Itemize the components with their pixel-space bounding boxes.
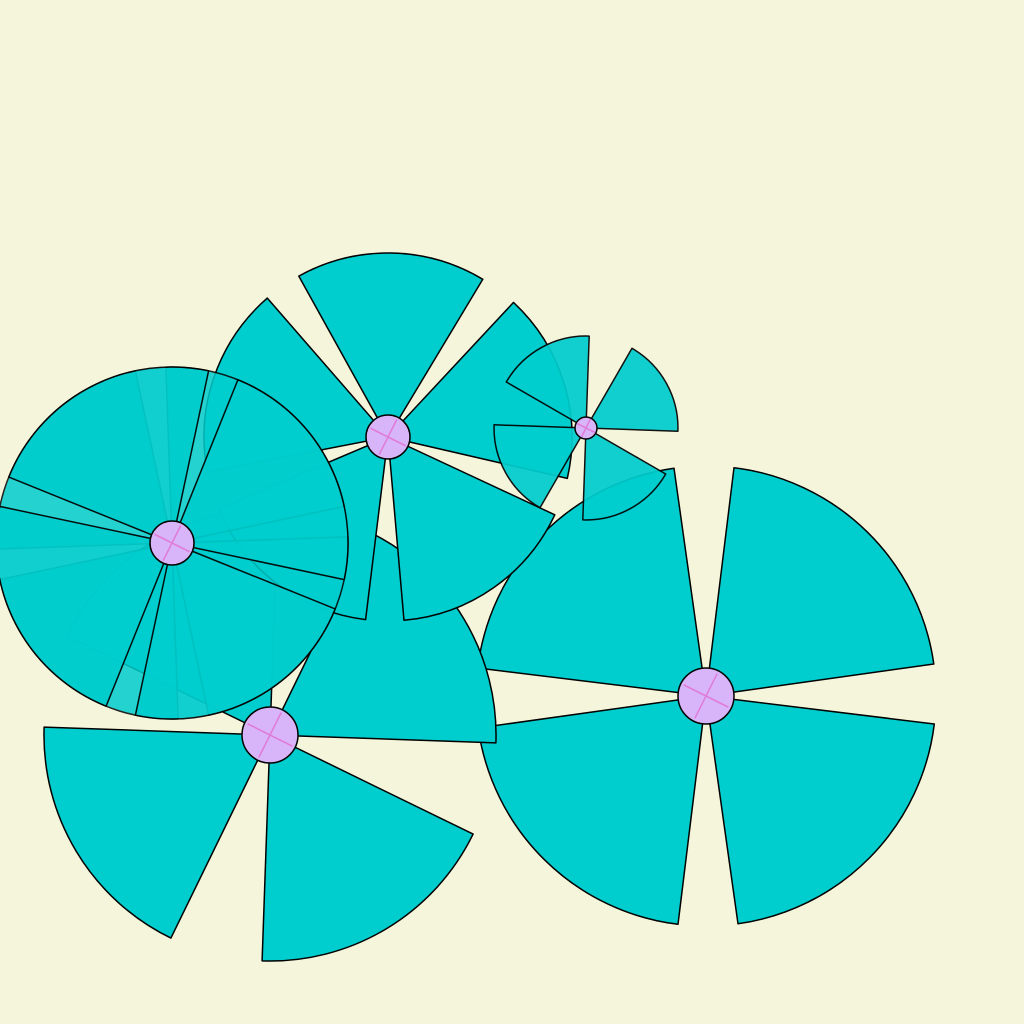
fan-blade [585, 347, 679, 432]
hub-icon [574, 416, 598, 440]
fan-blade [582, 427, 667, 521]
fan-group [0, 252, 936, 962]
hub-icon [241, 706, 299, 764]
fan-icon [493, 335, 679, 521]
fan-blade [171, 379, 349, 581]
fan-icon [476, 466, 936, 926]
fan-blade [8, 366, 210, 544]
fan-blade [493, 424, 587, 509]
fan-blade [43, 726, 271, 939]
fan-blade [477, 695, 707, 926]
hub-icon [677, 667, 735, 725]
fan-blade [134, 542, 336, 720]
fan-blade [298, 252, 484, 438]
hub-icon [365, 414, 411, 460]
fan-blade [705, 695, 936, 925]
fan-blade [387, 436, 556, 622]
fan-blade [505, 335, 590, 429]
fan-icon [0, 366, 349, 720]
fan-blade [705, 466, 935, 697]
fan-blade [0, 505, 173, 707]
fan-blade [261, 734, 474, 962]
fan-blade [269, 531, 497, 744]
hub-icon [149, 520, 195, 566]
